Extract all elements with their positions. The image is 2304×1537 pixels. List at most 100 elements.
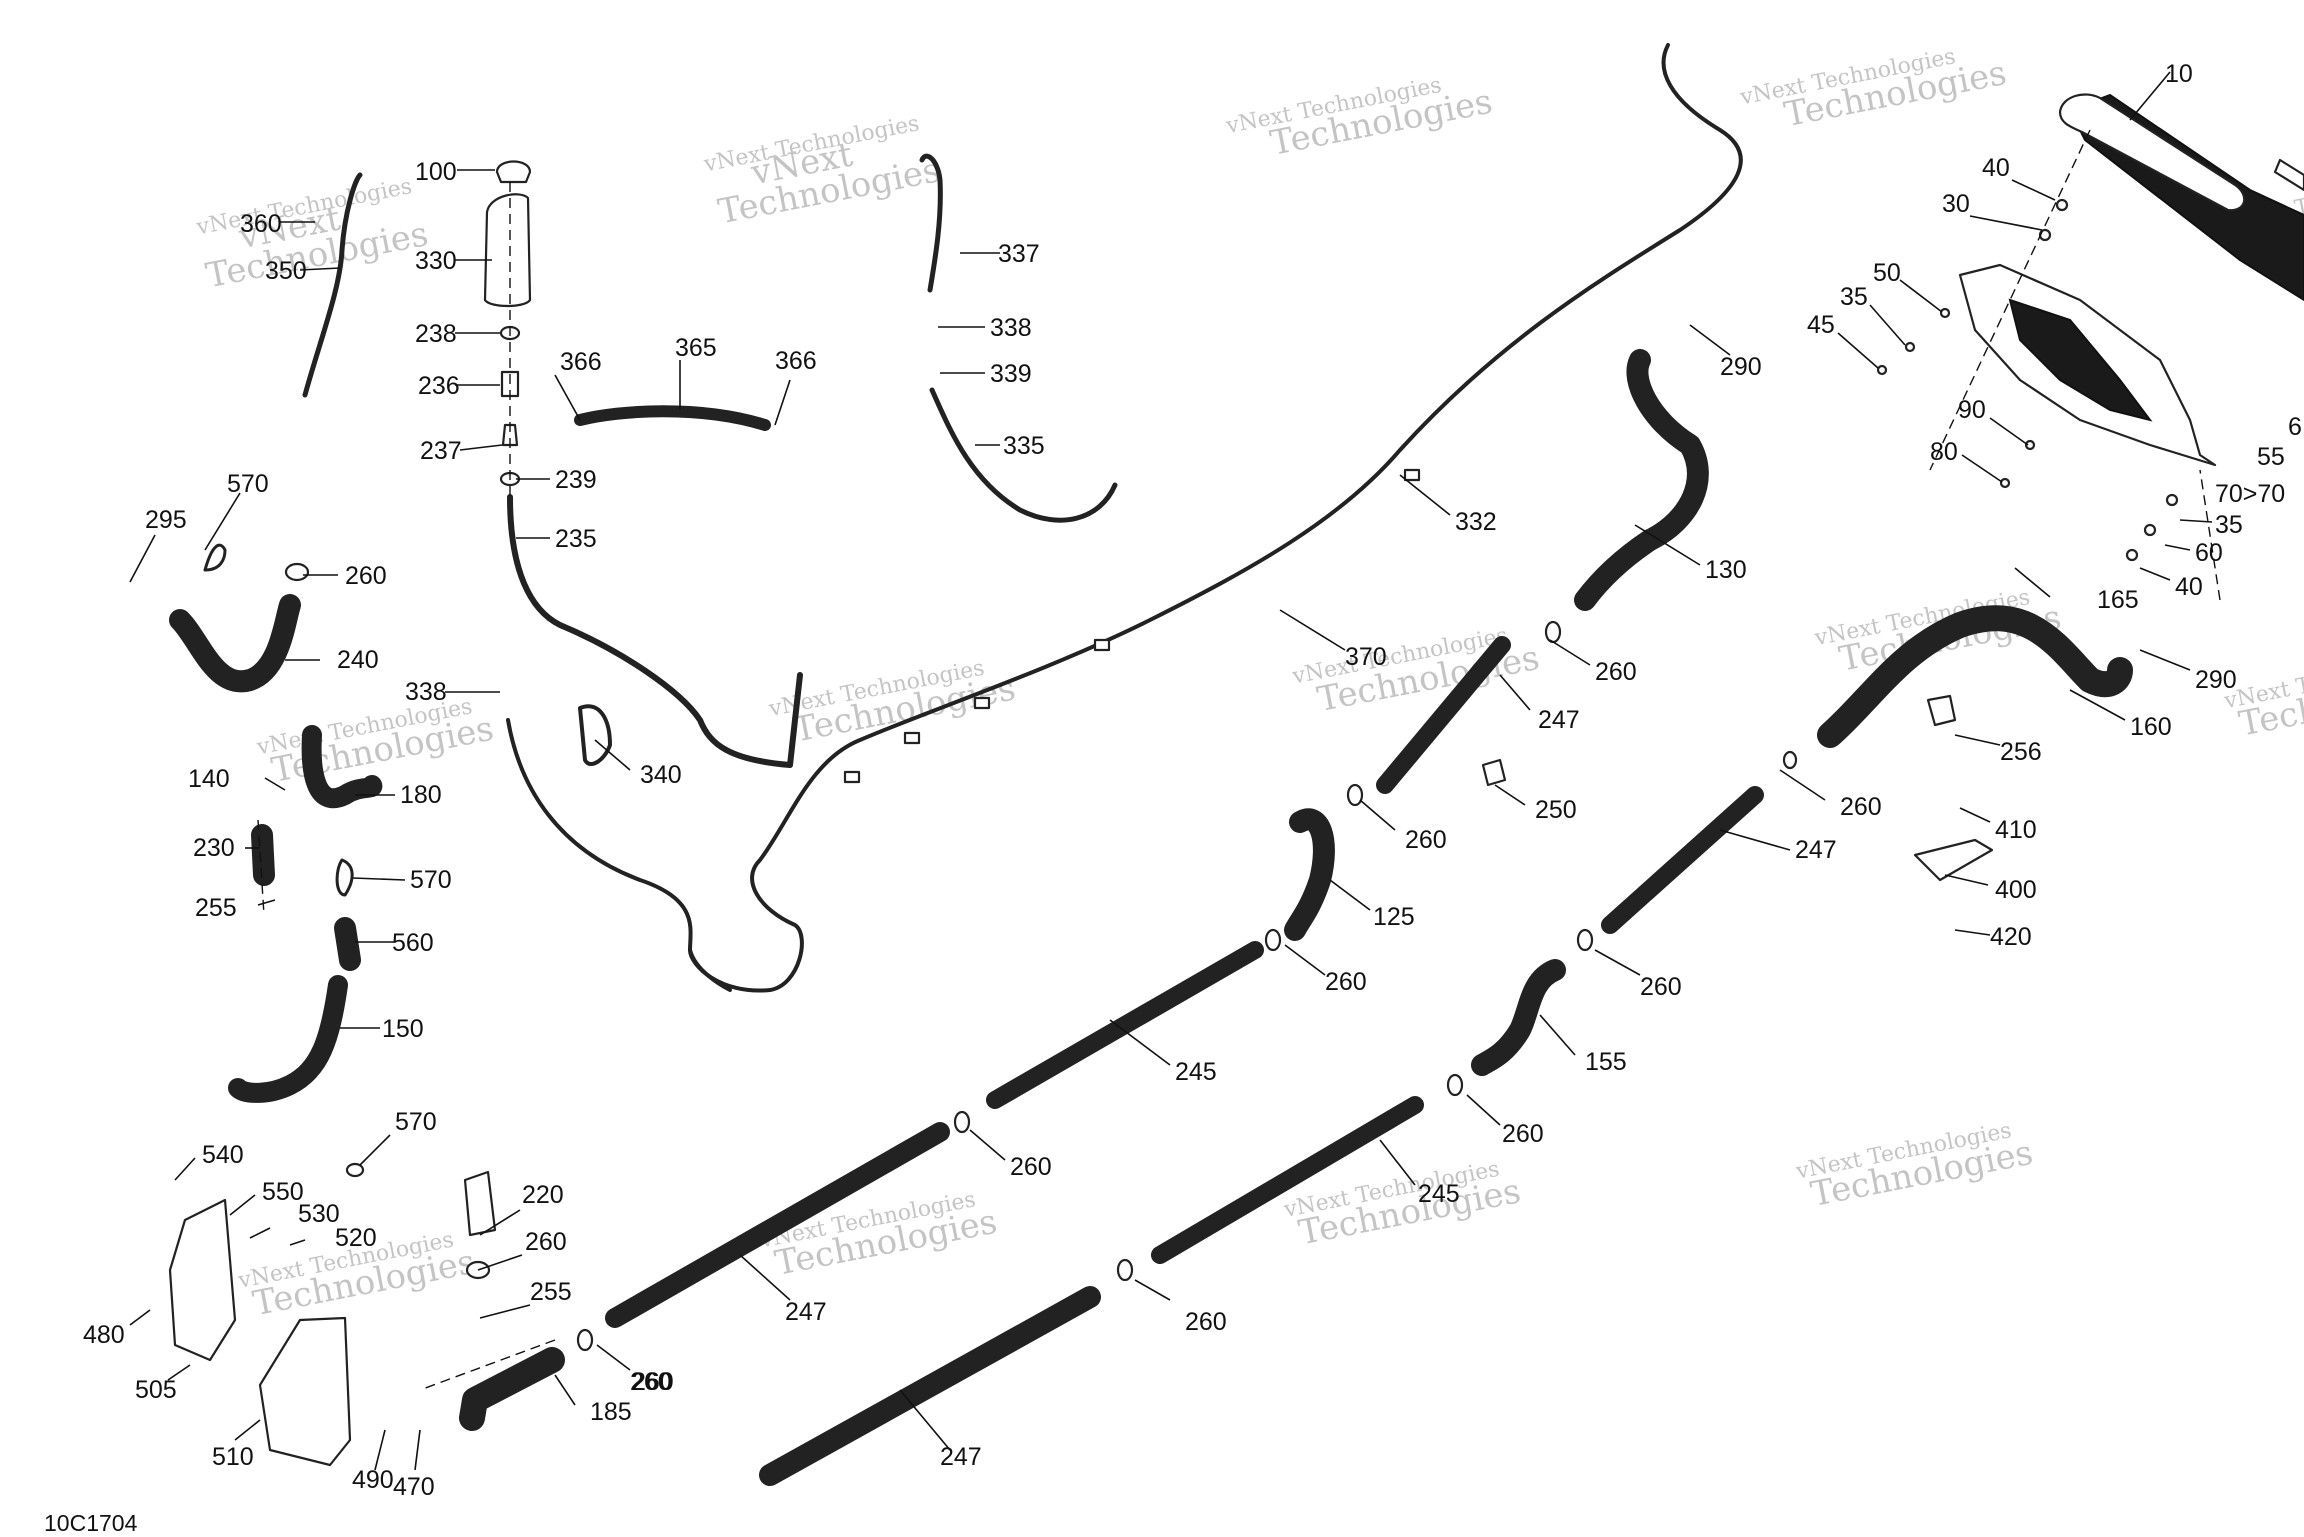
callout-505: 505 [135,1376,177,1404]
callout-236: 236 [418,372,460,400]
callout-10: 10 [2165,60,2193,88]
callout-340: 340 [640,761,682,789]
callout-570-bottom: 570 [395,1108,437,1136]
callout-370: 370 [1345,643,1387,671]
callout-260-g: 260 [1010,1153,1052,1181]
bolt-45 [1876,364,1888,376]
callout-130: 130 [1705,556,1747,584]
callout-80: 80 [1930,438,1958,466]
callout-30: 30 [1942,190,1970,218]
watermark-1: vNext Technologies vNext Technologies [194,174,432,296]
drawing-code: 10C1704 [44,1510,138,1536]
watermark-14: Technologies vNext Technologies [2221,648,2304,745]
clip-570-mid [335,858,354,897]
spacer-35-lower [2165,493,2179,507]
part-90 [2024,439,2036,451]
callout-400: 400 [1995,876,2037,904]
connector-220 [463,1170,497,1237]
callout-250: 250 [1535,796,1577,824]
watermark-2: vNext Technologies vNext Technologies [701,111,943,232]
part-80 [1999,477,2011,489]
callout-155: 155 [1585,1048,1627,1076]
callout-350: 350 [265,257,307,285]
callout-260-b: 260 [1405,826,1447,854]
callout-339: 339 [990,360,1032,388]
callout-366-b: 366 [775,347,817,375]
callout-255-a: 255 [195,894,237,922]
callout-260-f: 260 [1502,1120,1544,1148]
callout-260-l: 260 [630,1368,672,1396]
callout-220: 220 [522,1181,564,1209]
callout-365: 365 [675,334,717,362]
callout-420: 420 [1990,923,2032,951]
hose-365 [574,405,771,431]
tee-237 [501,423,519,447]
tube-245-lower [1151,1096,1424,1264]
callout-60: 60 [2195,539,2223,567]
callout-290-upper: 290 [1720,353,1762,381]
reservoir-cap-100 [495,160,532,184]
washer-60 [2143,523,2157,537]
tube-247-lower-left [605,1122,950,1328]
callout-338-a: 338 [990,314,1032,342]
callout-260-c: 260 [1840,793,1882,821]
coolant-reservoir [483,160,532,487]
callout-165: 165 [2097,586,2139,614]
hose-160-inner [1819,607,2131,746]
leader-lines [129,71,2213,1471]
callout-366-a: 366 [560,348,602,376]
tube-247-upper [1376,636,1511,794]
line-335 [929,387,1118,523]
callout-labels: 10 40 30 50 35 45 90 80 55 70>70 35 60 4… [83,60,2302,1501]
callout-185: 185 [590,1398,632,1426]
callout-470: 470 [393,1473,435,1501]
callout-45: 45 [1807,311,1835,339]
callout-520: 520 [335,1224,377,1252]
callout-40-top: 40 [1982,154,2010,182]
callout-260-a: 260 [1595,658,1637,686]
watermark-10: Technologies vNext Technologies [757,1187,1000,1284]
tank-510 [258,1316,352,1467]
callout-35-top: 35 [1840,283,1868,311]
callout-90: 90 [1958,396,1986,424]
holder-256 [1926,694,1957,727]
sleeve-230 [251,824,275,886]
callout-330: 330 [415,247,457,275]
callout-247-c: 247 [785,1298,827,1326]
callout-6: 6 [2288,413,2302,441]
watermark-layer: vNext Technologies vNext Technologies vN… [194,44,2304,1324]
callout-247-d: 247 [940,1443,982,1471]
callout-560: 560 [392,929,434,957]
callout-260-h: 260 [1185,1308,1227,1336]
callout-360: 360 [240,210,282,238]
washer-50 [1939,307,1951,319]
watermark-7: Technologies vNext Technologies [1290,623,1543,720]
callout-337: 337 [998,240,1040,268]
radiator-fasteners [1876,198,2179,562]
tube-247-mid [1601,786,1764,934]
callout-245-a: 245 [1175,1058,1217,1086]
line-337 [919,153,943,293]
callout-235: 235 [555,525,597,553]
callout-290-right: 290 [2195,666,2237,694]
callout-295: 295 [145,506,187,534]
radiator-assembly [1958,93,2304,467]
clamps-260 [284,562,1798,1352]
callout-247-a: 247 [1538,706,1580,734]
tube-245-upper [986,941,1264,1109]
line-332-clips [843,468,1421,784]
callout-510: 510 [212,1443,254,1471]
callout-239: 239 [555,466,597,494]
callout-540: 540 [202,1141,244,1169]
hose-155 [1471,959,1566,1076]
hose-240 [169,594,301,693]
callout-230: 230 [193,834,235,862]
tube-560 [334,917,361,971]
watermark-3: Technologies vNext Technologies [1223,73,1495,164]
hose-185 [459,1347,565,1431]
callout-125: 125 [1373,903,1415,931]
radiator-bracket-detail [2008,298,2153,422]
callout-260-k: 260 [525,1228,567,1256]
callout-238: 238 [415,320,457,348]
